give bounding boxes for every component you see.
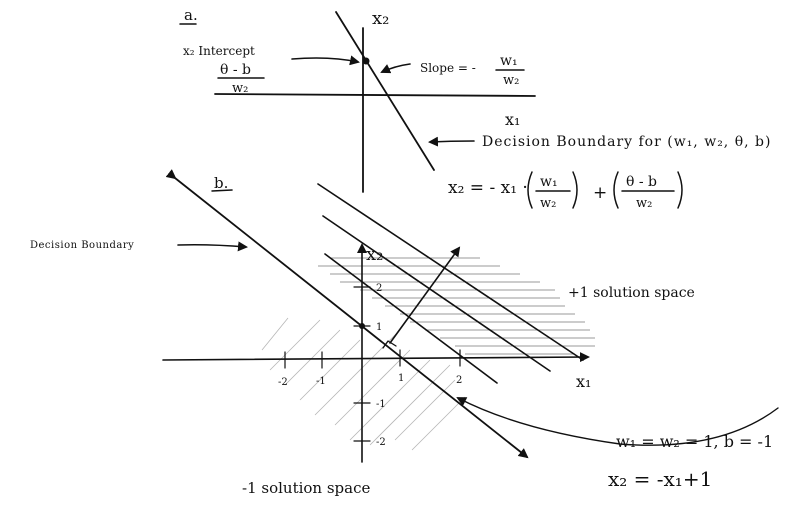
part-a-slope-label: Slope = - (420, 61, 476, 75)
part-a-eq-prefix: x₂ = - x₁ · (448, 178, 528, 198)
params-pointer-arrow (456, 397, 779, 446)
part-a-eq-paren2-close (677, 171, 683, 209)
part-b-boundary-intercept (359, 323, 365, 329)
part-a-eq-den2: w₂ (636, 196, 652, 211)
part-a-intercept-den: w₂ (232, 81, 248, 96)
part-a-eq-num1: w₁ (540, 174, 558, 190)
part-a-boundary-label: Decision Boundary for (w₁, w₂, θ, b) (482, 134, 771, 150)
tick-label-y-neg1: -1 (376, 399, 386, 410)
part-a-eq-paren2-open (613, 171, 619, 209)
plus-solution-space-label: +1 solution space (568, 285, 695, 301)
parallel-line-1 (317, 183, 584, 361)
part-a-eq-paren-open (527, 171, 533, 209)
part-b-equation: x₂ = -x₁+1 (608, 467, 712, 491)
part-a-intercept-point (362, 57, 370, 65)
tick-label-x-neg2: -2 (278, 377, 288, 388)
weights-bias-label: w₁ = w₂ = 1, b = -1 (616, 432, 773, 451)
part-b-label-underline (211, 189, 233, 192)
part-a-slope-den: w₂ (503, 73, 519, 88)
right-angle-marker (382, 340, 397, 349)
part-a-slope-arrow (380, 63, 411, 74)
part-b-decision-boundary-line (165, 169, 529, 459)
tick-label-y-neg2: -2 (376, 437, 386, 448)
parallel-line-3 (324, 253, 498, 384)
minus-solution-space-label: -1 solution space (242, 479, 370, 497)
part-a: a. x₂ x₁ x₂ Intercept θ - b w₂ Slope = -… (179, 6, 771, 211)
part-a-x2-axis-label: x₂ (372, 8, 389, 29)
part-a-slope-num: w₁ (500, 53, 518, 69)
part-a-eq-num2: θ - b (626, 174, 657, 190)
tick-label-x-2: 2 (456, 375, 462, 386)
part-a-boundary-arrow (428, 136, 475, 147)
part-a-eq-den1: w₂ (540, 196, 556, 211)
part-b-x1-axis-label: x₁ (576, 372, 591, 391)
part-a-eq-paren-close (572, 171, 578, 209)
tick-label-x-1: 1 (398, 373, 404, 384)
part-a-intercept-label: x₂ Intercept (183, 44, 255, 58)
part-a-boundary-line (335, 11, 435, 171)
part-b-boundary-arrow (177, 241, 248, 252)
part-b-boundary-label: Decision Boundary (30, 240, 134, 251)
part-a-x1-axis (214, 93, 536, 97)
tick-label-x-neg1: -1 (316, 376, 326, 387)
part-b: b. (30, 169, 779, 497)
part-b-x1-axis (162, 352, 590, 363)
part-a-intercept-arrow (291, 55, 360, 66)
parallel-line-2 (322, 215, 551, 372)
part-a-eq-plus: + (593, 183, 607, 203)
tick-label-y-1: 1 (376, 322, 382, 333)
normal-vector (389, 246, 461, 344)
part-a-label: a. (184, 6, 198, 24)
part-b-label: b. (214, 174, 228, 192)
part-a-x1-axis-label: x₁ (505, 110, 520, 129)
part-a-intercept-num: θ - b (220, 62, 251, 78)
